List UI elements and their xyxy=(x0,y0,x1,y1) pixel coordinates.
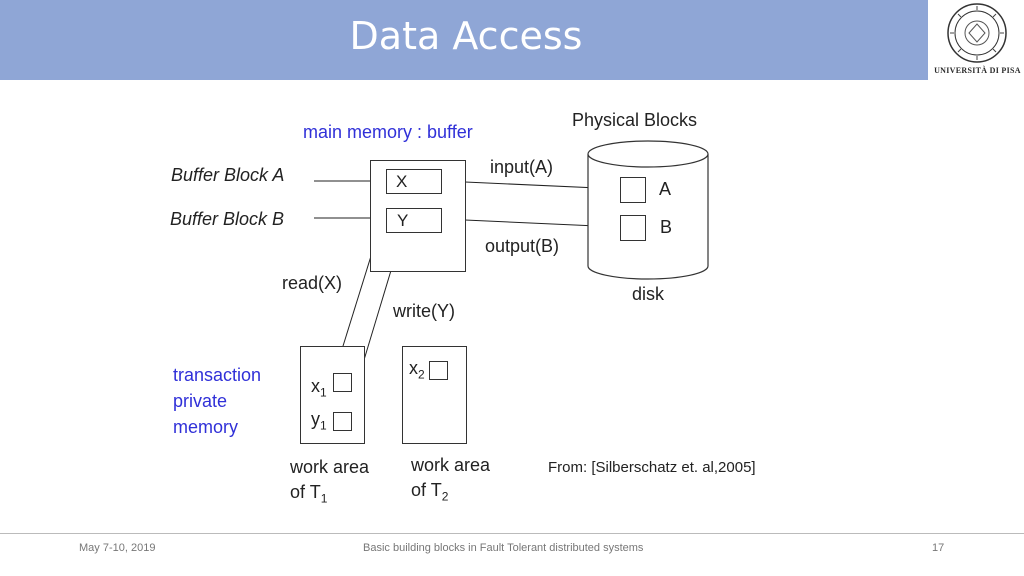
work-area-t2-caption-1: work area xyxy=(411,455,491,475)
footer-divider xyxy=(0,533,1024,534)
disk-block-b xyxy=(620,215,646,241)
main-memory-label: main memory : buffer xyxy=(303,122,473,142)
t2-x-label: x2 xyxy=(409,358,425,382)
title-bar xyxy=(0,0,928,80)
citation: From: [Silberschatz et. al,2005] xyxy=(548,459,756,476)
footer-title: Basic building blocks in Fault Tolerant … xyxy=(363,542,644,554)
private-memory-line-1: transaction xyxy=(173,365,262,385)
t1-y-block xyxy=(333,412,352,431)
output-arrow xyxy=(442,218,620,230)
input-label: input(A) xyxy=(490,157,554,177)
t1-x-block xyxy=(333,373,352,392)
output-label: output(B) xyxy=(485,236,560,256)
work-area-t2-caption-2: of T2 xyxy=(411,480,449,504)
disk-label: disk xyxy=(632,284,665,304)
read-label: read(X) xyxy=(282,273,343,293)
university-name: UNIVERSITÀ DI PISA xyxy=(934,66,1021,75)
slide-title: Data Access xyxy=(349,14,583,58)
university-seal-icon xyxy=(947,3,1007,63)
buffer-block-a-label: Buffer Block A xyxy=(171,165,285,185)
university-logo xyxy=(931,0,1024,80)
work-area-t1-caption-1: work area xyxy=(290,457,370,477)
private-memory-line-2: private xyxy=(173,391,228,411)
buffer-block-y: Y xyxy=(386,208,442,233)
work-area-t1-caption-2: of T1 xyxy=(290,482,328,506)
t2-x-block xyxy=(429,361,448,380)
buffer-block-x: X xyxy=(386,169,442,194)
buffer-block-b-label: Buffer Block B xyxy=(170,209,285,229)
page-number: 17 xyxy=(932,542,945,554)
buffer-x-label: X xyxy=(396,172,408,191)
buffer-y-label: Y xyxy=(397,211,409,230)
disk-cylinder xyxy=(587,140,709,280)
work-area-t1 xyxy=(300,346,365,444)
disk-block-a xyxy=(620,177,646,203)
t1-x-label: x1 xyxy=(311,376,327,400)
t1-y-label: y1 xyxy=(311,409,327,433)
disk-block-b-label: B xyxy=(660,217,673,237)
footer-date: May 7-10, 2019 xyxy=(79,542,156,554)
disk-block-a-label: A xyxy=(659,179,672,199)
write-label: write(Y) xyxy=(393,301,455,321)
private-memory-line-3: memory xyxy=(173,417,239,437)
input-arrow xyxy=(442,178,621,190)
physical-blocks-label: Physical Blocks xyxy=(572,110,698,130)
